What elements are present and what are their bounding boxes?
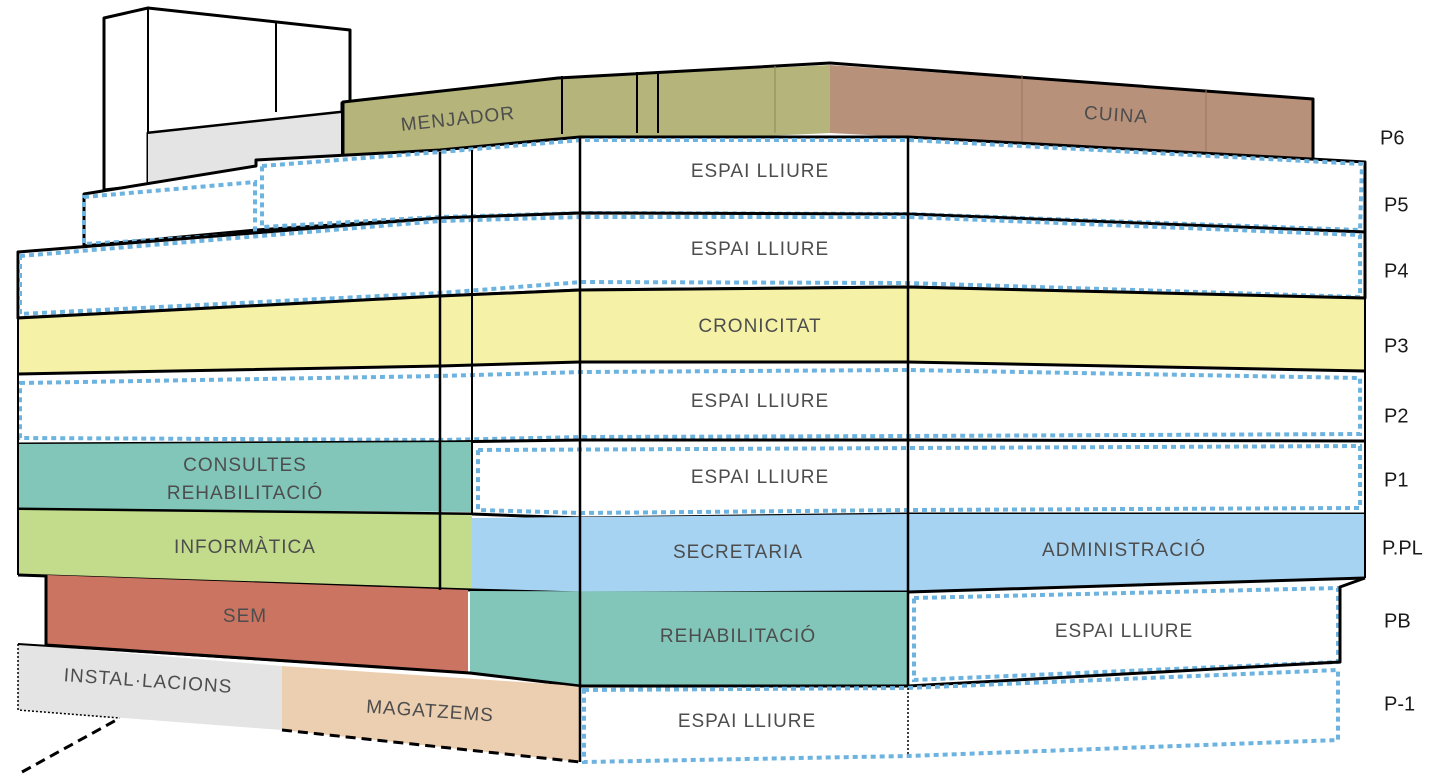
p4-espai-lliure-label: ESPAI LLIURE — [691, 239, 829, 260]
magatzems-zone — [282, 666, 580, 762]
informatica-label: INFORMÀTICA — [174, 537, 316, 558]
menjador-zone — [343, 65, 830, 155]
p6-outline — [341, 61, 1315, 158]
floor-label-p5: P5 — [1384, 194, 1408, 216]
cronicitat-zone — [18, 287, 1365, 374]
sem-label: SEM — [223, 606, 267, 627]
p_1-dotted-outline — [17, 644, 909, 756]
informatica-zone — [18, 510, 472, 590]
consultes-label-line1: CONSULTES — [183, 455, 307, 476]
p1-espai-lliure — [476, 443, 1362, 516]
floor-label-p1: P1 — [1384, 469, 1408, 491]
cuina-zone — [830, 65, 1312, 158]
installacions-zone — [18, 644, 282, 730]
p2-espai-lliure — [18, 367, 1362, 443]
administracio-label: ADMINISTRACIÓ — [1042, 539, 1206, 561]
p5-espai-lliure-label: ESPAI LLIURE — [691, 161, 829, 182]
consultes-rehabilitacio-zone — [18, 442, 472, 512]
p_1-top-outline — [17, 643, 581, 687]
floor-label-p4: P4 — [1384, 260, 1408, 282]
consultes-label-line2: REHABILITACIÓ — [167, 482, 323, 504]
p1-espai-lliure-label: ESPAI LLIURE — [691, 467, 829, 488]
secretaria-zone — [472, 514, 1365, 593]
p2-espai-lliure-label: ESPAI LLIURE — [691, 391, 829, 412]
cronicitat-label: CRONICITAT — [698, 316, 821, 337]
floor-label-p6: P6 — [1380, 127, 1404, 149]
p5-espai-lliure — [260, 138, 1365, 233]
sem-zone — [46, 575, 468, 673]
floor-label-ppl: P.PL — [1382, 537, 1423, 559]
p4-espai-lliure — [18, 215, 1362, 317]
floor-label-p2: P2 — [1384, 405, 1408, 427]
rehabilitacio-label: REHABILITACIÓ — [660, 625, 816, 647]
roof-grey-volume — [148, 112, 342, 187]
pb-espai-lliure-label: ESPAI LLIURE — [1055, 621, 1193, 642]
cuina-label: CUINA — [1083, 103, 1148, 128]
floor-label-pb: PB — [1384, 610, 1411, 632]
secretaria-label: SECRETARIA — [673, 542, 803, 563]
floor-label-p3: P3 — [1384, 335, 1408, 357]
p_1-espai-lliure-label: ESPAI LLIURE — [678, 711, 816, 732]
floor-label-p_1: P-1 — [1384, 693, 1415, 715]
p_1-dashed-outline — [21, 716, 581, 774]
